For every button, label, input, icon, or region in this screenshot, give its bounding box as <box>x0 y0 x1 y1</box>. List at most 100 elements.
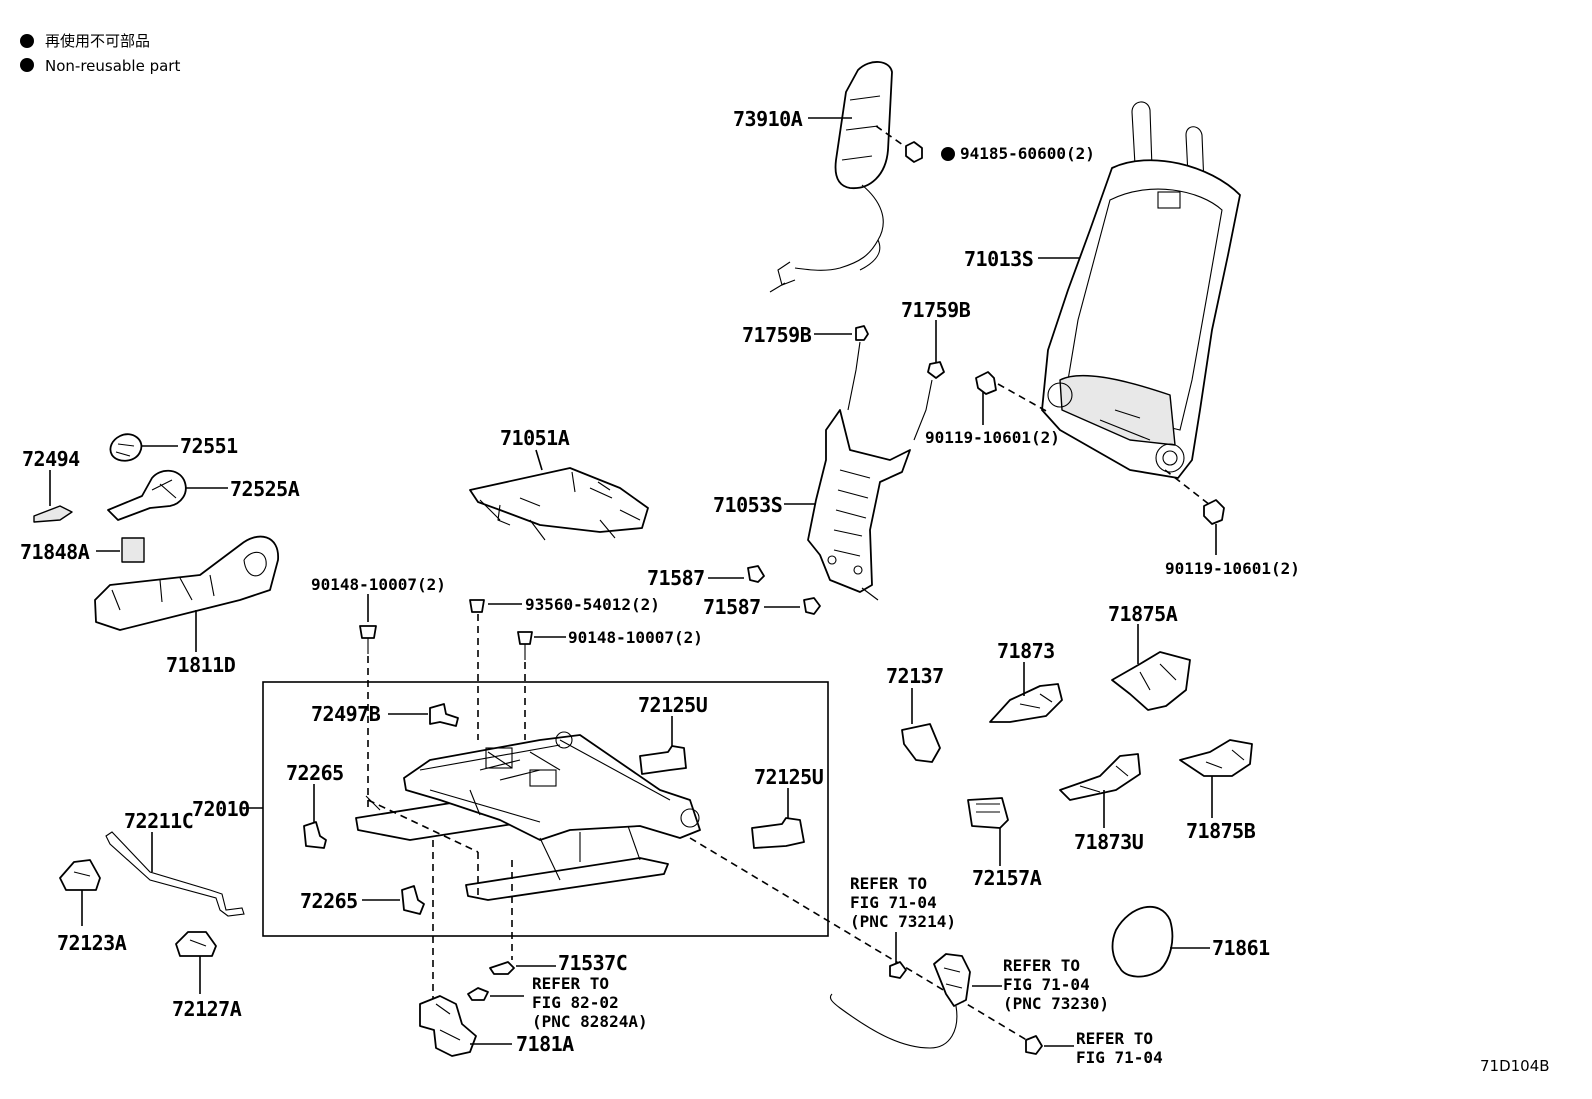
bolt-icon <box>469 599 485 613</box>
reference-fig-71-04-a: REFER TO FIG 71-04 (PNC 73214) <box>850 874 956 931</box>
label-72123A: 72123A <box>57 931 127 955</box>
ref-line-1: REFER TO <box>850 874 927 893</box>
ref-line-2: FIG 71-04 <box>1003 975 1090 994</box>
ref-line-2: FIG 71-04 <box>850 893 937 912</box>
ref-line-3: (PNC 73214) <box>850 912 956 931</box>
label-71848A: 71848A <box>20 540 90 564</box>
bolt-icon <box>359 625 377 639</box>
knob-drawing <box>107 469 187 521</box>
label-72127A: 72127A <box>172 997 242 1021</box>
label-72265-lower: 72265 <box>300 889 358 913</box>
clip-icon <box>747 565 765 583</box>
figure-code: 71D104B <box>1480 1057 1550 1075</box>
label-72125U-upper: 72125U <box>638 693 707 717</box>
label-7181A: 7181A <box>516 1032 574 1056</box>
label-71875A: 71875A <box>1108 602 1178 626</box>
label-71051A: 71051A <box>500 426 570 450</box>
ref-line-3: (PNC 82824A) <box>532 1012 648 1031</box>
label-71053S: 71053S <box>713 493 782 517</box>
clip-icon <box>401 885 425 915</box>
rod-drawing <box>105 831 245 917</box>
cushion-plate-drawing <box>469 467 649 541</box>
hook-drawing <box>175 931 217 957</box>
harness-clamp-drawing <box>639 745 687 775</box>
clip-icon <box>489 961 515 975</box>
label-71861: 71861 <box>1212 936 1270 960</box>
label-71759B-right: 71759B <box>901 298 971 322</box>
label-71873: 71873 <box>997 639 1055 663</box>
label-90119-10601-lower: 90119-10601(2) <box>1165 559 1300 578</box>
bolt-icon <box>517 631 533 645</box>
non-reusable-bullet-icon <box>20 58 34 72</box>
bracket-drawing <box>419 995 477 1057</box>
nut-icon <box>1025 1035 1043 1055</box>
seat-belt-buckle-drawing <box>829 953 971 1049</box>
cover-drawing <box>1111 905 1174 978</box>
cover-drawing <box>989 683 1063 723</box>
label-72157A: 72157A <box>972 866 1042 890</box>
label-72125U-lower: 72125U <box>754 765 823 789</box>
clip-icon <box>803 597 821 615</box>
reference-fig-82-02: REFER TO FIG 82-02 (PNC 82824A) <box>532 974 648 1031</box>
clip-icon <box>927 361 945 379</box>
legend: 再使用不可部品 Non-reusable part <box>20 32 180 75</box>
label-71587-upper: 71587 <box>647 566 705 590</box>
label-94185-60600: 94185-60600(2) <box>960 144 1095 163</box>
nut-icon <box>889 961 907 979</box>
label-71759B-left: 71759B <box>742 323 812 347</box>
cover-drawing <box>1059 753 1141 801</box>
seat-adjuster-drawing <box>355 731 701 901</box>
clip-icon <box>467 987 489 1001</box>
label-73910A: 73910A <box>733 107 803 131</box>
label-71013S: 71013S <box>964 247 1033 271</box>
label-90148-10007-right: 90148-10007(2) <box>568 628 703 647</box>
clip-icon <box>303 821 327 849</box>
ref-line-1: REFER TO <box>532 974 609 993</box>
ref-line-2: FIG 82-02 <box>532 993 619 1012</box>
ref-line-2: FIG 71-04 <box>1076 1048 1163 1067</box>
seatback-bracket-drawing <box>807 341 933 601</box>
cover-drawing <box>1111 651 1191 711</box>
ref-line-1: REFER TO <box>1076 1029 1153 1048</box>
label-71537C: 71537C <box>558 951 627 975</box>
cover-drawing <box>1179 739 1253 777</box>
cover-drawing <box>429 703 459 727</box>
reference-fig-71-04-c: REFER TO FIG 71-04 <box>1076 1029 1163 1067</box>
side-shield-drawing <box>94 535 279 631</box>
cover-drawing <box>901 723 941 763</box>
label-72211C: 72211C <box>124 809 193 833</box>
label-72525A: 72525A <box>230 477 300 501</box>
label-72494: 72494 <box>22 447 80 471</box>
label-72497B: 72497B <box>311 702 381 726</box>
cover-drawing <box>121 537 145 563</box>
lever-drawing <box>33 505 73 523</box>
legend-japanese: 再使用不可部品 <box>45 32 150 50</box>
harness-clamp-drawing <box>751 817 805 849</box>
label-72551: 72551 <box>180 434 238 458</box>
label-71811D: 71811D <box>166 653 236 677</box>
non-reusable-bullet-icon <box>20 34 34 48</box>
legend-english: Non-reusable part <box>45 57 180 75</box>
label-93560-54012: 93560-54012(2) <box>525 595 660 614</box>
ref-line-1: REFER TO <box>1003 956 1080 975</box>
label-71873U: 71873U <box>1074 830 1143 854</box>
side-airbag-drawing <box>769 61 893 293</box>
bolt-icon <box>1203 499 1225 525</box>
label-90119-10601-upper: 90119-10601(2) <box>925 428 1060 447</box>
non-reusable-bullet-icon <box>941 147 955 161</box>
cap-drawing <box>109 433 143 462</box>
reference-fig-71-04-b: REFER TO FIG 71-04 (PNC 73230) <box>1003 956 1109 1013</box>
seat-adjuster-box <box>262 681 829 937</box>
label-72265-upper: 72265 <box>286 761 344 785</box>
label-72010: 72010 <box>192 797 250 821</box>
ref-line-3: (PNC 73230) <box>1003 994 1109 1013</box>
nut-icon <box>905 141 923 163</box>
bolt-icon <box>975 371 997 395</box>
seatback-frame-drawing <box>1041 101 1241 479</box>
cover-drawing <box>967 797 1009 829</box>
label-90148-10007-left: 90148-10007(2) <box>311 575 446 594</box>
label-71587-lower: 71587 <box>703 595 761 619</box>
label-71875B: 71875B <box>1186 819 1256 843</box>
